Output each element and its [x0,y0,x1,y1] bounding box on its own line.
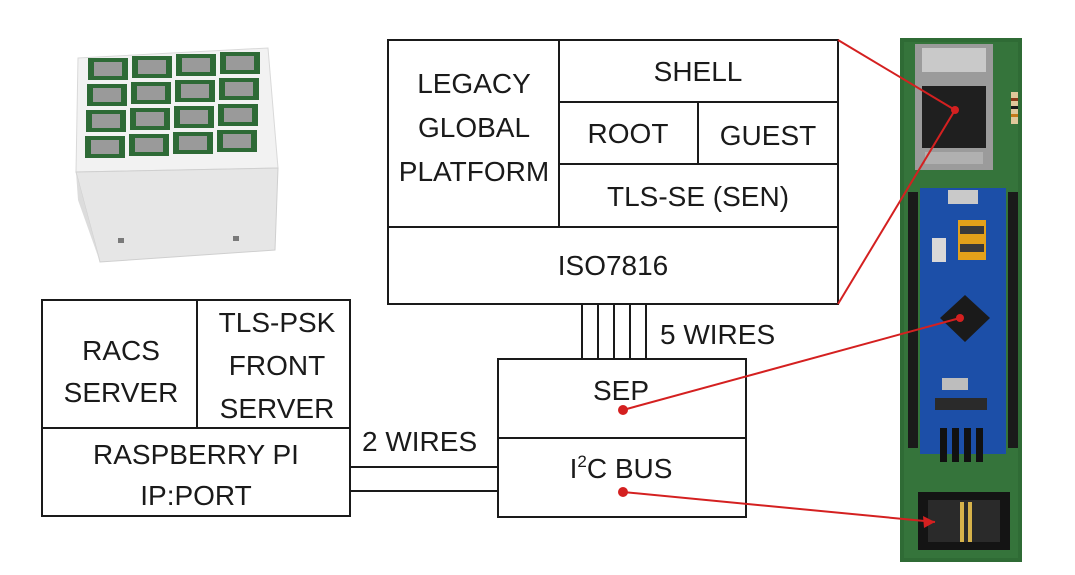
shell-label: SHELL [654,56,743,87]
software-stack: LEGACY GLOBAL PLATFORM SHELL ROOT GUEST … [387,39,839,305]
pin-header [940,428,983,462]
racs-label-line1: RACS [82,335,160,366]
root-label: ROOT [588,118,669,149]
tls-psk-label-line1: TLS-PSK [219,307,336,338]
card-slot [174,106,214,128]
card-slot [131,82,171,104]
legacy-label-line1: LEGACY [417,68,531,99]
sep-box: SEP I2C BUS [497,358,747,518]
tls-se-label: TLS-SE (SEN) [607,181,789,212]
pointer-stack-top [837,39,956,111]
tls-psk-label-line3: SERVER [220,393,335,424]
two-wire-bundle [350,466,498,492]
card-slot [220,52,260,74]
header-pin [952,428,959,462]
five-wires-label: 5 WIRES [660,319,775,350]
enclosure-photo [75,47,279,263]
racs-label-line2: SERVER [64,377,179,408]
card-slot [85,136,125,158]
pointer-dot-sim [951,106,959,114]
card-slot [219,78,259,100]
legacy-label-line3: PLATFORM [399,156,549,187]
iso7816-label: ISO7816 [558,250,669,281]
raspberry-label: RASPBERRY PI [93,439,299,470]
card-slot [173,132,213,154]
guest-label: GUEST [720,120,816,151]
card-slot [175,80,215,102]
sep-label: SEP [593,375,649,406]
tls-psk-label-line2: FRONT [229,350,325,381]
pointer-dot-mcu [956,314,964,322]
card-slot [218,104,258,126]
five-wire-bundle [581,304,647,359]
pointer-dot-sep [618,405,628,415]
pointer-i2c [622,491,936,523]
pointer-lines [622,39,961,523]
legacy-label-line2: GLOBAL [418,112,530,143]
card-slot [87,84,127,106]
card-slots-grid [85,52,260,158]
pointer-arrowhead [923,516,935,528]
server-stack: RACS SERVER TLS-PSK FRONT SERVER RASPBER… [41,299,351,517]
pointer-sep [622,317,961,411]
header-pin [976,428,983,462]
card-slot [86,110,126,132]
pointer-dot-i2c [618,487,628,497]
two-wires-label: 2 WIRES [362,426,477,457]
ip-port-label: IP:PORT [140,480,252,511]
card-slot [88,58,128,80]
pcb-photo [900,38,1022,562]
card-slot [217,130,257,152]
card-slot [129,134,169,156]
card-slot [132,56,172,78]
header-pin [940,428,947,462]
i2c-bus-label: I2C BUS [570,452,673,484]
card-slot [130,108,170,130]
header-pin [964,428,971,462]
pointer-stack-bottom [837,109,956,305]
mcu-chip [940,295,990,342]
card-slot [176,54,216,76]
